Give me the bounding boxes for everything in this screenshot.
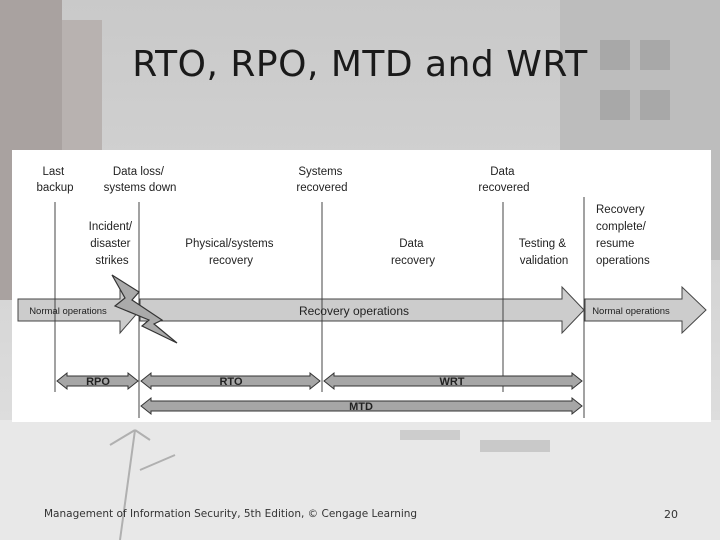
mtd-bar — [140, 396, 583, 416]
incident-label: Incident/ disaster strikes — [89, 221, 136, 267]
data-loss-label: Data loss/ systems down — [104, 166, 177, 194]
recovery-operations-label: Recovery operations — [299, 304, 409, 318]
normal-operations-left-label: Normal operations — [29, 306, 107, 317]
physical-recovery-label: Physical/systems recovery — [185, 238, 276, 267]
recovery-complete-label: Recovery complete/ resume operations — [596, 204, 650, 267]
recovery-operations-band — [139, 285, 585, 335]
systems-recovered-label: Systems recovered — [296, 166, 347, 194]
rto-label: RTO — [219, 376, 242, 388]
last-backup-label: Last backup — [36, 166, 73, 194]
rpo-bar — [56, 371, 139, 391]
data-recovered-label: Data recovered — [478, 166, 529, 194]
normal-operations-right-label: Normal operations — [592, 306, 670, 317]
lightning-bolt-icon — [111, 274, 178, 344]
testing-validation-label: Testing & validation — [519, 238, 570, 267]
diagram-panel: Last backup Data loss/ systems down Inci… — [12, 150, 711, 422]
normal-operations-left-band — [17, 285, 141, 335]
slide-footer: Management of Information Security, 5th … — [44, 508, 418, 520]
rto-bar — [140, 371, 321, 391]
wrt-bar — [323, 371, 583, 391]
rpo-label: RPO — [86, 376, 110, 388]
wrt-label: WRT — [439, 376, 464, 388]
recovery-timeline-diagram: Last backup Data loss/ systems down Inci… — [17, 166, 707, 418]
slide-title: RTO, RPO, MTD and WRT — [132, 44, 588, 85]
mtd-label: MTD — [349, 401, 373, 413]
data-recovery-label: Data recovery — [391, 238, 435, 267]
page-number: 20 — [664, 508, 678, 521]
normal-operations-right-band — [584, 285, 707, 335]
